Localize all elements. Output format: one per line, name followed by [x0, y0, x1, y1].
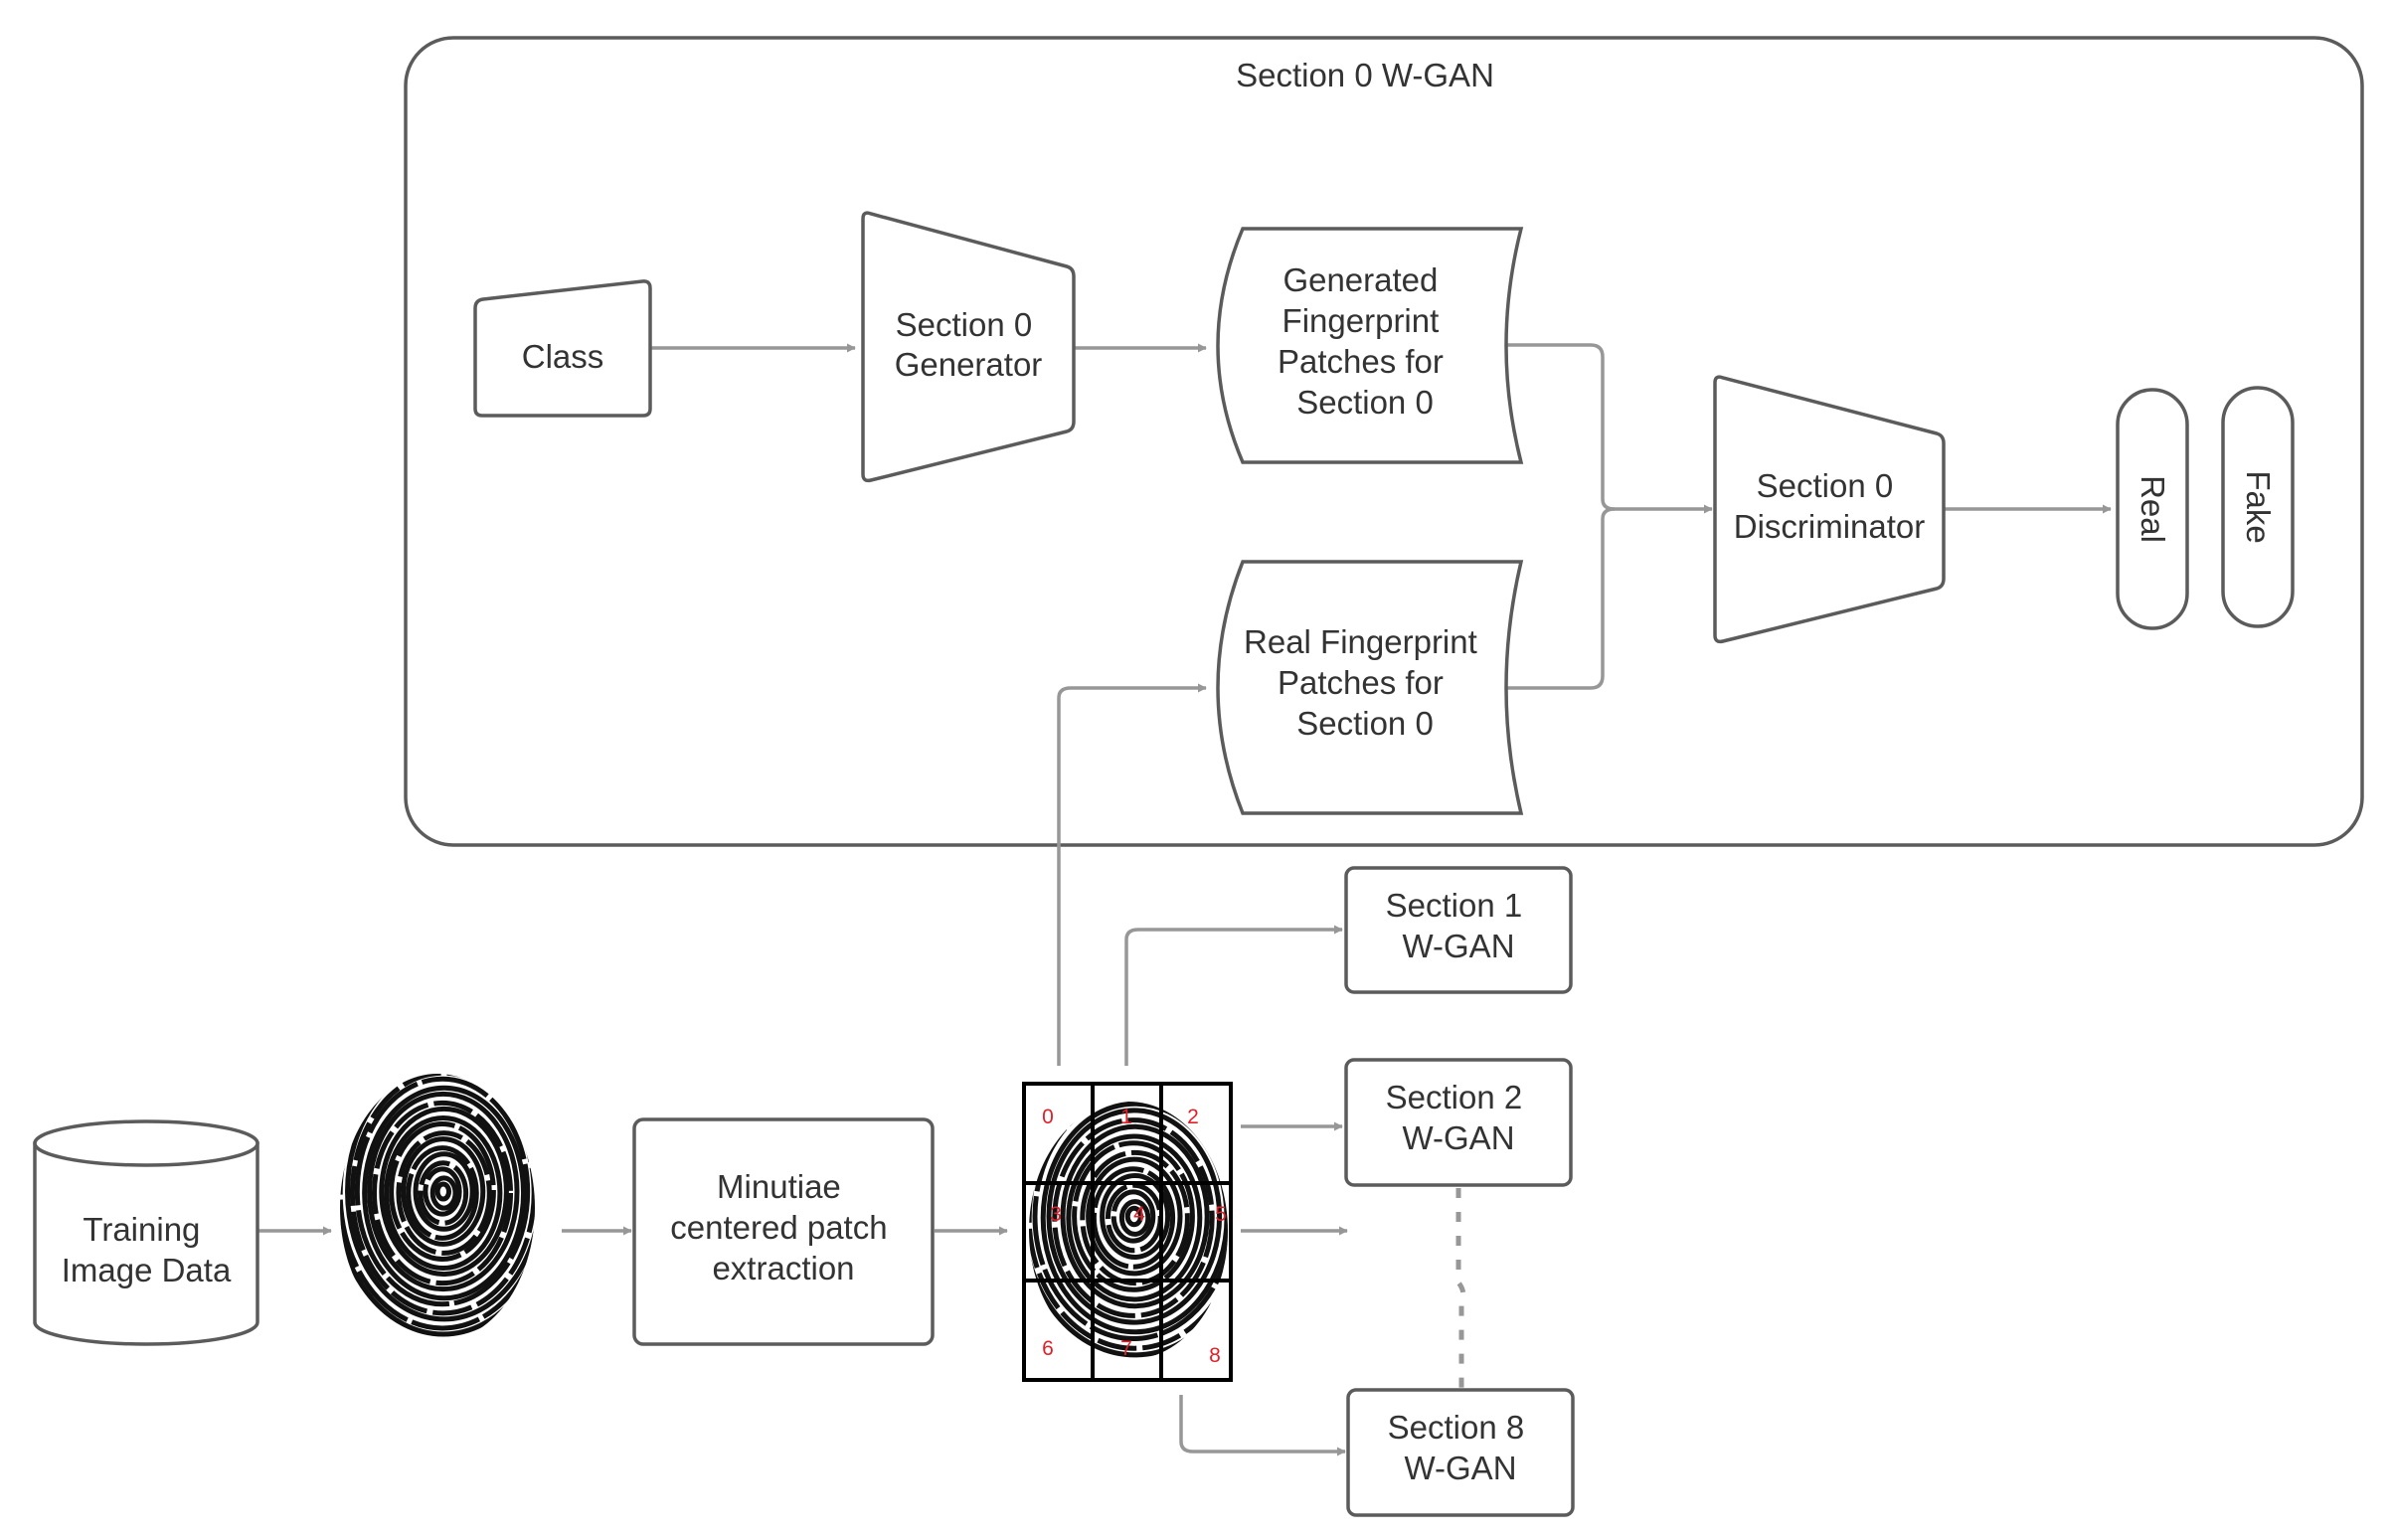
minutiae-extraction-node: Minutiae centered patch extraction	[632, 1117, 935, 1346]
fingerprint-ridge	[1118, 1199, 1151, 1237]
fingerprint-ridge	[1029, 1102, 1228, 1358]
generated-patches-node: Generated Fingerprint Patches for Sectio…	[1216, 227, 1524, 464]
edge-real-to-merge	[1491, 507, 1616, 690]
training-data-node: Training Image Data	[33, 1119, 259, 1346]
fingerprint-ridge	[1086, 1156, 1183, 1277]
fingerprint-ridge	[349, 1074, 535, 1316]
edge-grid-to-section8	[1179, 1395, 1346, 1456]
fingerprint-ridge	[1111, 1189, 1156, 1244]
fingerprint-ridge	[362, 1085, 527, 1301]
fingerprint-image	[340, 1074, 535, 1337]
patch-grid: 0 1 2 3 4 5 6 7 8	[1022, 1082, 1233, 1382]
grid-number-6: 6	[1042, 1337, 1054, 1360]
fingerprint-ridge	[434, 1181, 452, 1202]
fingerprint-ridge	[1032, 1102, 1228, 1341]
real-output-node: Real	[2116, 388, 2189, 630]
grid-number-8: 8	[1209, 1344, 1221, 1367]
fingerprint-ridge	[406, 1145, 479, 1241]
fingerprint-ridge	[401, 1136, 486, 1247]
section1-wgan-node: Section 1 W-GAN	[1344, 866, 1573, 994]
real-output-label: Real	[2135, 475, 2171, 543]
fingerprint-ridge	[371, 1100, 514, 1286]
grid-number-2: 2	[1187, 1106, 1199, 1128]
fake-output-node: Fake	[2221, 386, 2295, 628]
minutiae-label: Minutiae centered patch extraction	[670, 1168, 897, 1286]
fingerprint-ridge	[1060, 1123, 1210, 1309]
fingerprint-ridge	[1100, 1173, 1171, 1260]
grid-number-5: 5	[1215, 1203, 1227, 1226]
real-patches-label: Real Fingerprint Patches for Section 0	[1244, 623, 1486, 742]
section8-wgan-node: Section 8 W-GAN	[1346, 1388, 1575, 1517]
fingerprint-ridge	[384, 1114, 503, 1272]
fingerprint-ridge	[1052, 1117, 1215, 1318]
real-patches-node: Real Fingerprint Patches for Section 0	[1216, 560, 1524, 815]
fingerprint-ridge	[340, 1074, 535, 1337]
fingerprint-ridge	[389, 1121, 496, 1262]
fingerprint-ridge	[345, 1074, 535, 1322]
fingerprint-ridge	[413, 1151, 475, 1232]
training-data-label: Training Image Data	[62, 1211, 232, 1288]
grid-number-0: 0	[1042, 1106, 1054, 1128]
grid-number-1: 1	[1120, 1106, 1132, 1128]
fingerprint-ridge	[429, 1175, 458, 1211]
discriminator-label: Section 0 Discriminator	[1734, 467, 1926, 545]
ellipsis-dashed-line	[1455, 1188, 1466, 1390]
fingerprint-ridge	[367, 1091, 520, 1292]
class-node: Class	[473, 279, 652, 418]
discriminator-node: Section 0 Discriminator	[1713, 375, 1946, 644]
section-0-wgan-container: Section 0 W-GAN	[404, 36, 2364, 847]
edge-generated-to-merge	[1491, 343, 1616, 511]
fingerprint-ridge	[1066, 1133, 1203, 1302]
grid-number-4: 4	[1133, 1203, 1145, 1226]
section2-label: Section 2 W-GAN	[1386, 1079, 1532, 1156]
fingerprint-ridge	[1072, 1140, 1195, 1292]
grid-number-7: 7	[1120, 1337, 1132, 1360]
fingerprint-ridge	[1040, 1102, 1228, 1335]
container-title: Section 0 W-GAN	[1236, 57, 1494, 93]
fingerprint-ridge	[423, 1166, 462, 1217]
fingerprint-ridge	[379, 1106, 509, 1278]
grid-number-3: 3	[1050, 1203, 1062, 1226]
fingerprint-ridge	[418, 1160, 469, 1226]
section8-label: Section 8 W-GAN	[1388, 1409, 1534, 1486]
fingerprint-ridge	[1080, 1149, 1190, 1286]
generated-patches-label: Generated Fingerprint Patches for Sectio…	[1278, 261, 1452, 421]
class-label: Class	[522, 338, 604, 375]
connectors	[258, 343, 2112, 1456]
edge-grid-to-real-patches	[1057, 683, 1207, 1066]
fingerprint-ridge	[1046, 1108, 1223, 1325]
generator-label: Section 0 Generator	[895, 306, 1043, 383]
fake-output-label: Fake	[2240, 470, 2277, 543]
edge-grid-to-section1	[1124, 925, 1343, 1066]
fingerprint-ridge	[396, 1130, 492, 1256]
section1-label: Section 1 W-GAN	[1386, 887, 1532, 964]
fingerprint-ridge	[1124, 1205, 1143, 1228]
generator-node: Section 0 Generator	[861, 211, 1076, 483]
section2-wgan-node: Section 2 W-GAN	[1344, 1058, 1573, 1187]
fingerprint-ridge	[354, 1076, 531, 1307]
